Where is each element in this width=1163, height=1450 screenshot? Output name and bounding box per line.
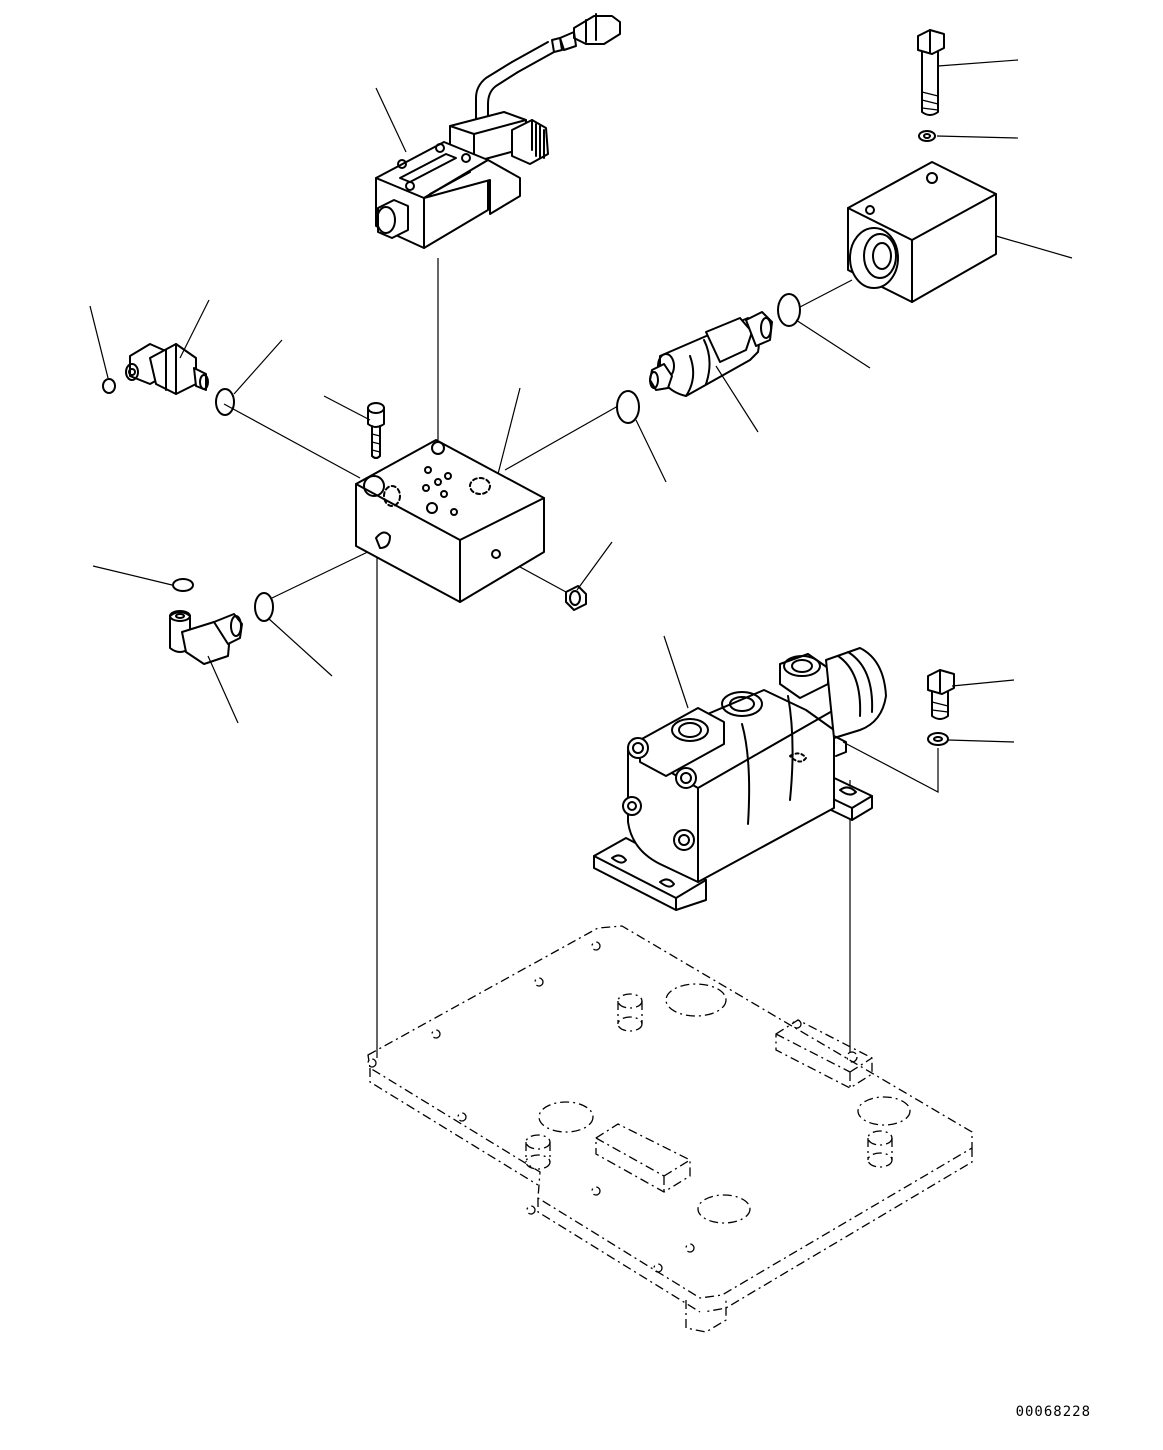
bolt-with-washer — [927, 669, 955, 746]
mounting-plate — [367, 925, 973, 1333]
elbow-fitting-lower — [169, 610, 243, 665]
manifold-block — [355, 439, 545, 603]
valve-housing-block — [847, 161, 997, 303]
plug — [565, 585, 587, 611]
socket-head-bolt — [367, 402, 385, 459]
elbow-fitting-upper — [125, 343, 209, 395]
assembly-lines — [223, 258, 939, 1058]
hex-bolt — [917, 29, 945, 116]
gear-flow-divider — [593, 647, 887, 911]
cartridge-valve — [649, 311, 773, 397]
leader-lines — [89, 59, 1073, 743]
drawing-number: 00068228 — [1015, 1404, 1091, 1420]
o-rings — [102, 130, 936, 622]
solenoid-valve — [375, 13, 621, 249]
